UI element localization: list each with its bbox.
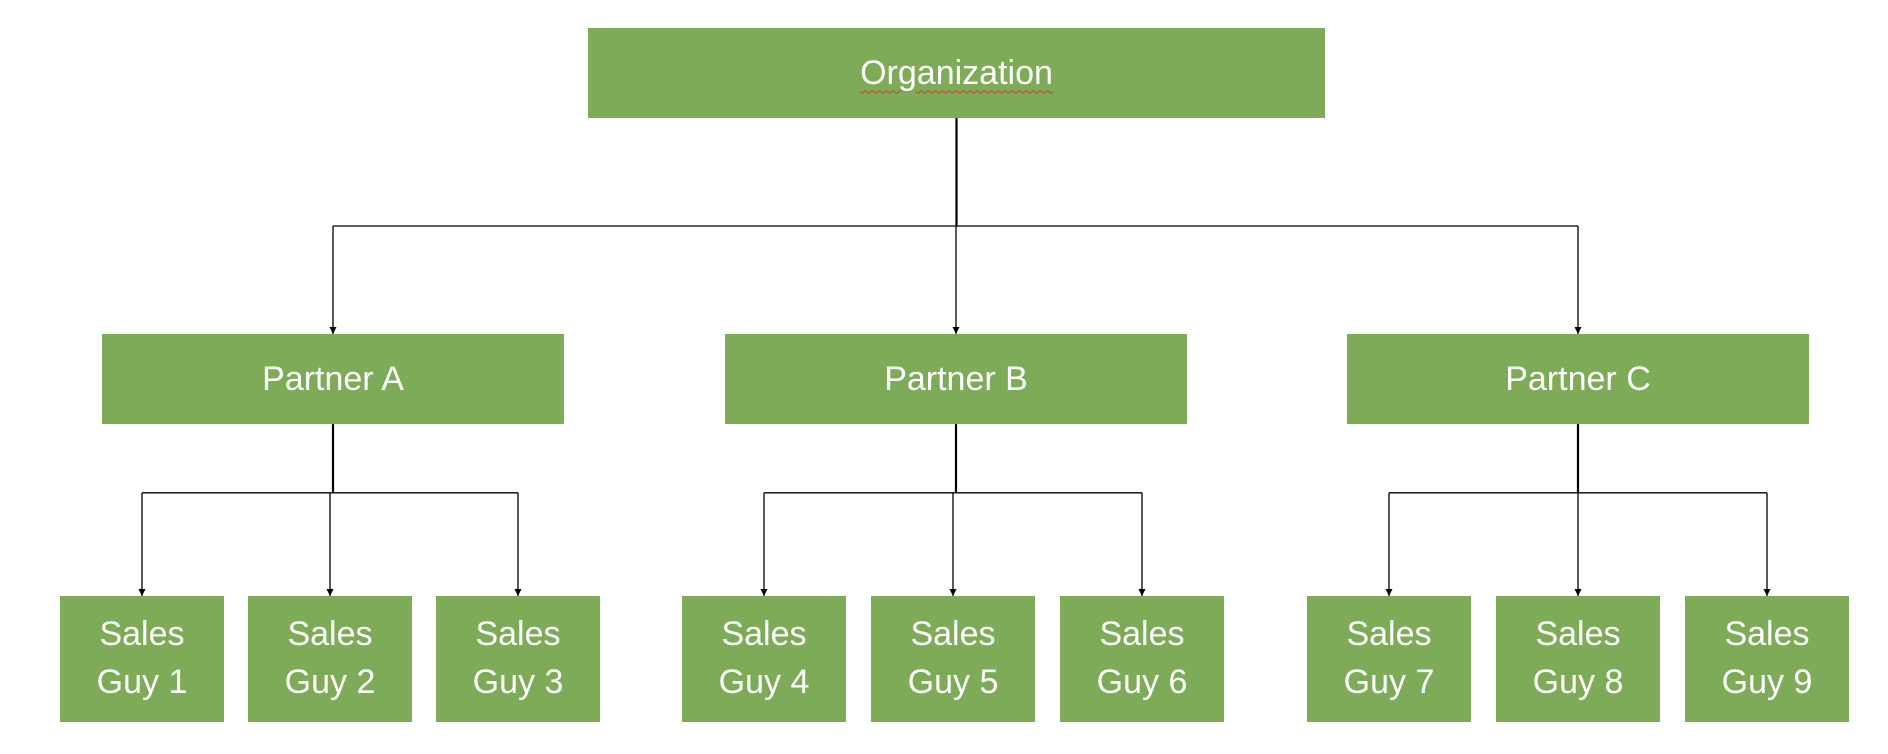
node-sales-guy-5-label: Sales Guy 5 — [907, 615, 999, 701]
node-sales-guy-1[interactable]: Sales Guy 1 — [60, 596, 224, 722]
node-sales-guy-7[interactable]: Sales Guy 7 — [1307, 596, 1471, 722]
node-sales-guy-9[interactable]: Sales Guy 9 — [1685, 596, 1849, 722]
node-sales-guy-8[interactable]: Sales Guy 8 — [1496, 596, 1660, 722]
node-partner-a[interactable]: Partner A — [102, 334, 564, 424]
node-sales-guy-9-label: Sales Guy 9 — [1721, 615, 1813, 701]
node-partner-a-label: Partner A — [262, 359, 404, 398]
node-sales-guy-2[interactable]: Sales Guy 2 — [248, 596, 412, 722]
node-sales-guy-3[interactable]: Sales Guy 3 — [436, 596, 600, 722]
node-sales-guy-5[interactable]: Sales Guy 5 — [871, 596, 1035, 722]
node-sales-guy-2-label: Sales Guy 2 — [284, 615, 376, 701]
node-partner-b[interactable]: Partner B — [725, 334, 1187, 424]
node-sales-guy-8-label: Sales Guy 8 — [1532, 615, 1624, 701]
node-partner-c-label: Partner C — [1505, 359, 1651, 398]
node-partner-b-label: Partner B — [884, 359, 1028, 398]
node-sales-guy-4-label: Sales Guy 4 — [718, 615, 810, 701]
node-sales-guy-6[interactable]: Sales Guy 6 — [1060, 596, 1224, 722]
node-sales-guy-1-label: Sales Guy 1 — [96, 615, 188, 701]
node-partner-c[interactable]: Partner C — [1347, 334, 1809, 424]
node-sales-guy-7-label: Sales Guy 7 — [1343, 615, 1435, 701]
node-sales-guy-4[interactable]: Sales Guy 4 — [682, 596, 846, 722]
node-sales-guy-3-label: Sales Guy 3 — [472, 615, 564, 701]
node-organization[interactable]: Organization — [588, 28, 1325, 118]
node-sales-guy-6-label: Sales Guy 6 — [1096, 615, 1188, 701]
node-organization-label: Organization — [860, 53, 1053, 92]
